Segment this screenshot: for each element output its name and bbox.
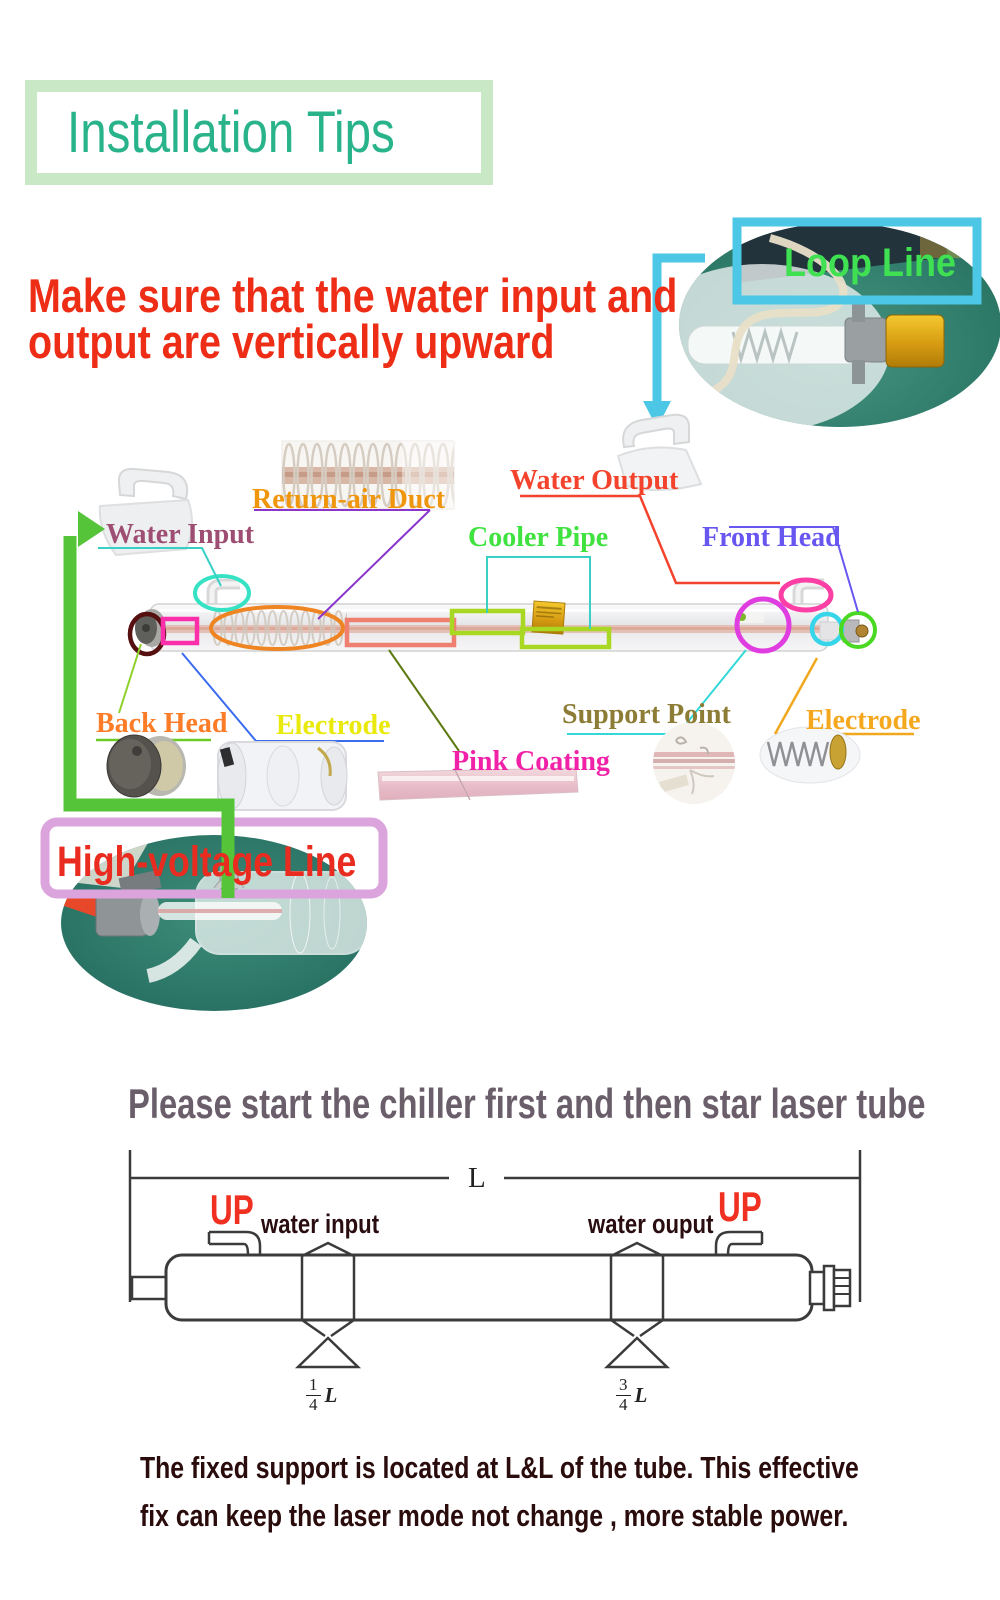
electrode-left-label: Electrode	[276, 710, 391, 741]
electrode-right-label: Electrode	[806, 705, 921, 736]
water-input-diagram-label: water input	[261, 1209, 380, 1239]
support-point-label: Support Point	[562, 699, 731, 730]
photo-electrode-left	[217, 741, 348, 811]
dimension-label: L	[468, 1162, 486, 1194]
electrode-left-box	[160, 616, 200, 646]
water-output-label: Water Output	[510, 465, 679, 496]
front-head-circle	[839, 611, 877, 649]
cooler-pipe-label: Cooler Pipe	[468, 522, 609, 553]
support-symbol-right	[603, 1241, 671, 1369]
back-head-label: Back Head	[96, 708, 228, 739]
photo-back-head	[106, 734, 186, 798]
length-diagram-drawing	[128, 1150, 862, 1369]
return-air-duct-label: Return-air Duct	[252, 484, 446, 515]
warning-headline-line2: output are vertically upward	[28, 315, 555, 368]
photo-electrode-right	[759, 726, 861, 784]
up-label-left: UP	[210, 1186, 254, 1233]
footer-line2: fix can keep the laser mode not change ,…	[140, 1498, 849, 1533]
water-input-label: Water Input	[106, 519, 255, 550]
warning-headline-line1: Make sure that the water input and	[28, 269, 678, 322]
page-title: Installation Tips	[67, 100, 395, 165]
chiller-note: Please start the chiller first and then …	[128, 1080, 926, 1127]
up-label-right: UP	[718, 1183, 762, 1230]
loop-line-label: Loop Line	[784, 241, 956, 285]
photo-return-air-duct	[281, 440, 455, 510]
loop-line-box	[732, 217, 982, 305]
title-box: Installation Tips	[25, 80, 493, 185]
green-routing-arrow	[63, 511, 235, 898]
support-point-circle	[734, 596, 792, 654]
water-output-circle	[778, 577, 834, 613]
footer-line1: The fixed support is located at L&L of t…	[140, 1450, 859, 1485]
photo-support-point	[653, 722, 735, 804]
high-voltage-line-label: High-voltage Line	[57, 838, 357, 886]
photo-water-output	[616, 413, 703, 492]
cooler-pipe-box-2	[519, 626, 612, 650]
support-symbol-left	[294, 1241, 362, 1369]
return-air-duct-circle	[209, 605, 345, 651]
laser-tube-diagram	[135, 578, 869, 652]
photo-water-input	[98, 467, 193, 557]
water-input-circle	[193, 574, 251, 612]
water-output-diagram-label: water ouput	[588, 1209, 714, 1239]
photo-pink-coating	[377, 767, 579, 801]
front-head-label: Front Head	[702, 522, 841, 553]
high-voltage-box	[40, 817, 388, 899]
pink-coating-label: Pink Coating	[452, 746, 610, 777]
loop-line-arrow	[643, 253, 705, 428]
